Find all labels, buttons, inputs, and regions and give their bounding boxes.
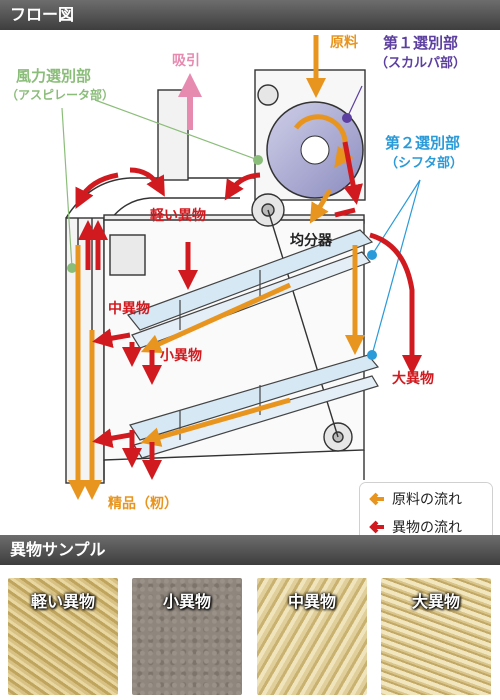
raw-material-label: 原料 — [330, 35, 358, 51]
flow-diagram-header: フロー図 — [0, 0, 500, 30]
samples-header: 異物サンプル — [0, 535, 500, 565]
sample-medium-foreign: 中異物 — [257, 578, 367, 695]
red-arrow-icon — [369, 520, 384, 534]
wind-sorter-sublabel: （アスピレータ部） — [6, 88, 115, 102]
first-sorter-label: 第１選別部 — [383, 34, 459, 52]
light-foreign-label: 軽い異物 — [150, 208, 206, 224]
product-label: 精品（籾） — [108, 496, 178, 512]
sample-large-foreign-label: 大異物 — [411, 592, 460, 611]
medium-foreign-label: 中異物 — [108, 301, 150, 317]
wind-sorter-label: 風力選別部 — [16, 67, 92, 85]
legend-raw-flow-label: 原料の流れ — [392, 492, 462, 508]
distributor-label: 均分器 — [290, 233, 332, 249]
foreign-flow-arrows — [75, 141, 422, 480]
sample-light-foreign-label: 軽い異物 — [30, 592, 95, 611]
raw-flow-arrows — [68, 35, 365, 500]
machine-drawing — [61, 35, 422, 500]
legend-foreign-flow-label: 異物の流れ — [392, 520, 462, 536]
legend-foreign-flow: 異物の流れ — [368, 517, 462, 537]
small-foreign-label: 小異物 — [160, 348, 202, 364]
orange-arrow-icon — [369, 492, 384, 506]
large-foreign-label: 大異物 — [392, 371, 434, 387]
sample-light-foreign: 軽い異物 — [8, 578, 118, 695]
flow-diagram: 原料 第１選別部 （スカルパ部） 第２選別部 （シフタ部） 風力選別部 （アスピ… — [0, 30, 500, 547]
sample-medium-foreign-label: 中異物 — [287, 592, 336, 611]
legend-raw-flow: 原料の流れ — [368, 489, 462, 509]
first-sorter-sublabel: （スカルパ部） — [375, 56, 467, 71]
sample-large-foreign: 大異物 — [381, 578, 491, 695]
second-sorter-label: 第２選別部 — [385, 134, 461, 152]
sample-small-foreign: 小異物 — [132, 578, 242, 695]
sample-strip: 軽い異物 小異物 中異物 大異物 — [0, 565, 500, 700]
suction-label: 吸引 — [172, 53, 200, 69]
second-sorter-sublabel: （シフタ部） — [385, 156, 464, 171]
sample-small-foreign-label: 小異物 — [162, 592, 211, 611]
